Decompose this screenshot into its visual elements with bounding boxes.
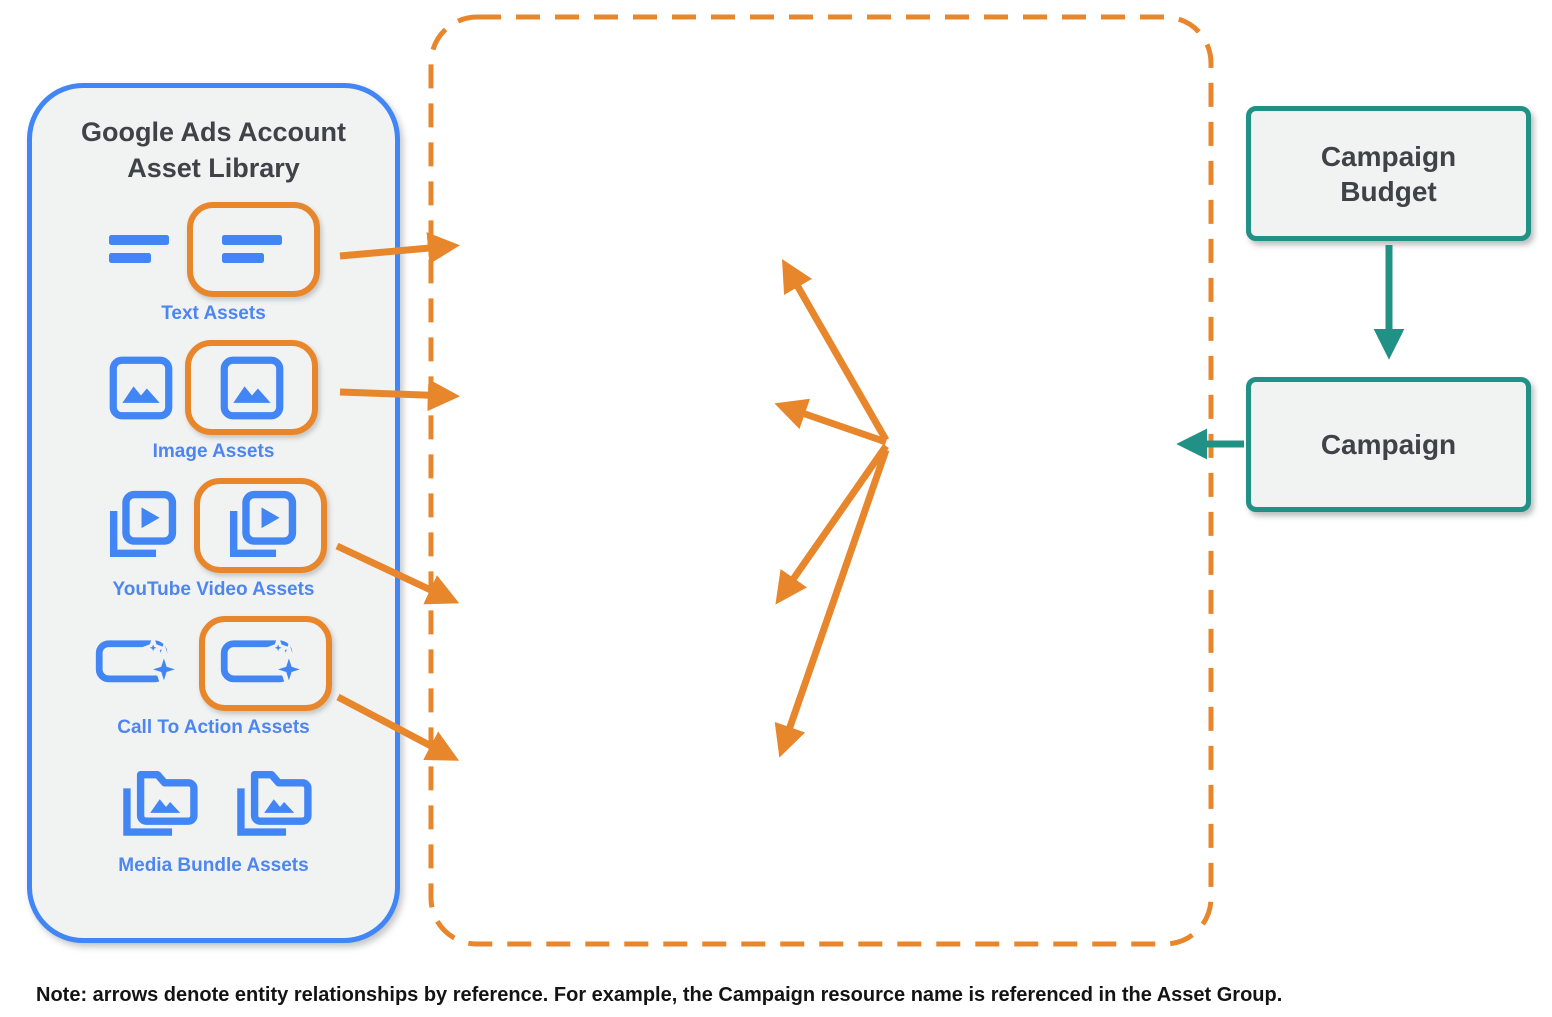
youtube-video-asset-icon [109, 490, 177, 557]
media-bundle-asset-icon [122, 770, 198, 836]
diagram-footnote: Note: arrows denote entity relationships… [36, 984, 1283, 1006]
text-asset-icon [221, 234, 282, 263]
call-to-action-asset-icon [220, 634, 312, 695]
text-assets-label: Text Assets [161, 302, 266, 324]
mutate-request-headline: Must be created in a single mutate reque… [517, 58, 1125, 137]
section-image-assets: Image Assets [109, 340, 318, 463]
image-asset-icon [220, 356, 283, 420]
text-asset-icon [109, 234, 169, 263]
asset-group-asset-box-2: Asset Group Asset [478, 333, 765, 460]
image-asset-highlight-box [185, 340, 318, 436]
minimum-asset-requirements-note: Asset Group Assets must combine to meet … [492, 876, 1150, 897]
youtube-video-asset-highlight-box [194, 478, 327, 574]
asset-group-asset-box-3: Asset Group Asset [478, 547, 765, 674]
asset-group-box: Asset Group [880, 375, 1154, 512]
asset-group-asset-box-1: Asset Group Asset [478, 182, 765, 309]
call-to-action-asset-highlight-box [199, 616, 332, 712]
media-bundle-asset-icon [236, 770, 312, 836]
arrow-asset-group-to-aga1 [781, 259, 890, 442]
arrow-asset-group-to-aga2 [774, 398, 888, 446]
image-assets-label: Image Assets [152, 440, 275, 462]
section-text-assets: Text Assets [107, 202, 320, 325]
section-youtube-video-assets: YouTube Video Assets [100, 478, 327, 601]
asset-library-panel: Google Ads Account Asset Library Text As… [27, 83, 400, 943]
image-asset-icon [109, 356, 173, 420]
call-to-action-assets-label: Call To Action Assets [117, 716, 310, 738]
campaign-budget-box: Campaign Budget [1246, 106, 1531, 241]
media-bundle-assets-label: Media Bundle Assets [118, 854, 309, 876]
arrow-asset-group-to-aga3 [775, 443, 889, 605]
section-media-bundle-assets: Media Bundle Assets [113, 754, 315, 877]
asset-group-asset-box-4: Asset Group Asset [478, 707, 765, 834]
section-call-to-action-assets: Call To Action Assets [95, 616, 332, 739]
asset-library-title: Google Ads Account Asset Library [80, 117, 346, 184]
youtube-video-asset-icon [229, 490, 296, 557]
youtube-video-assets-label: YouTube Video Assets [112, 578, 315, 600]
campaign-box: Campaign [1246, 377, 1531, 512]
text-asset-highlight-box [187, 202, 320, 298]
arrow-asset-group-to-aga4 [774, 448, 890, 758]
call-to-action-asset-icon [95, 634, 187, 695]
more-asset-group-assets-ellipsis: ... [591, 455, 652, 507]
